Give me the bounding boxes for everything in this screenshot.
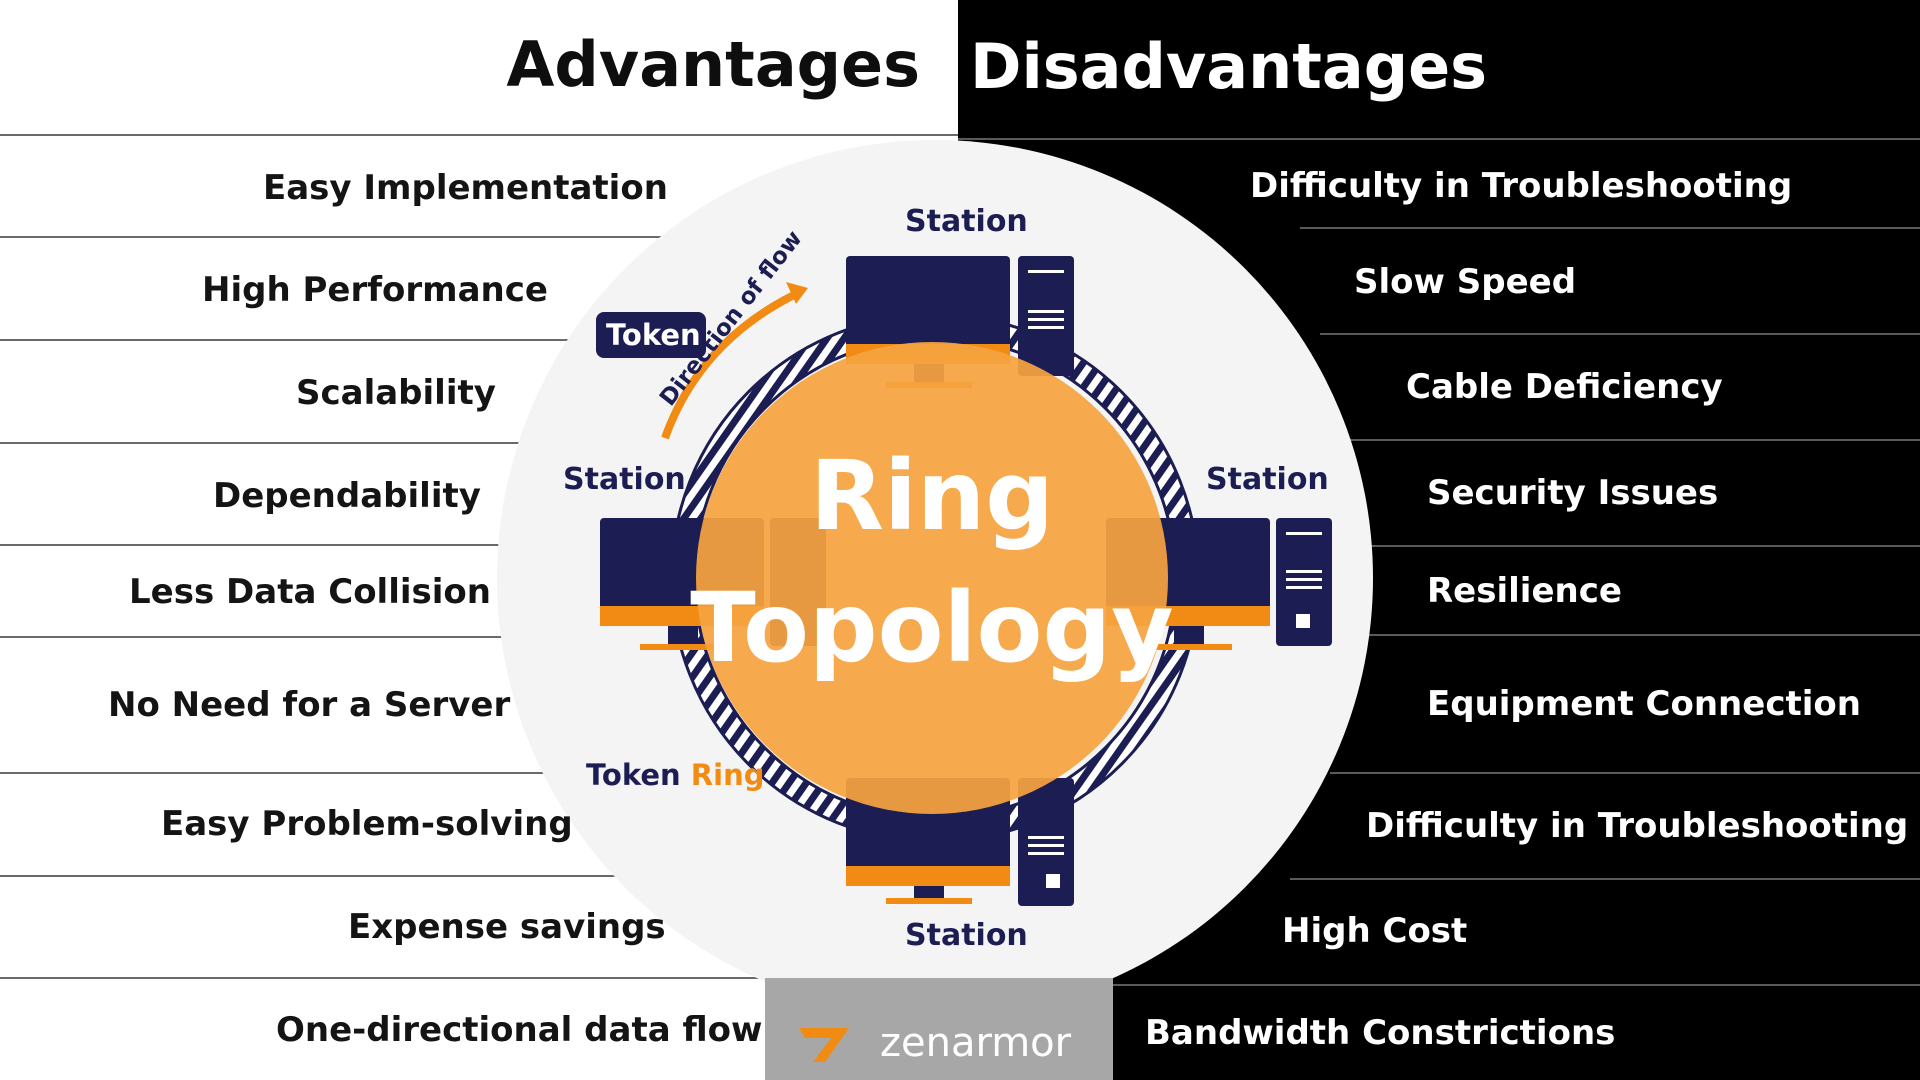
row-divider bbox=[1320, 333, 1920, 335]
disadvantage-item: Resilience bbox=[1427, 571, 1622, 611]
logo-wordmark: zenarmor bbox=[880, 1020, 1072, 1066]
center-highlight-circle bbox=[696, 342, 1168, 814]
token-label: Token bbox=[606, 318, 701, 352]
token-badge bbox=[596, 312, 706, 358]
advantage-item: No Need for a Server bbox=[108, 685, 511, 725]
advantage-item: Scalability bbox=[296, 373, 496, 413]
advantage-item: Dependability bbox=[213, 476, 481, 516]
disadvantage-item: Equipment Connection bbox=[1427, 684, 1861, 724]
station-right-computer bbox=[1106, 518, 1332, 650]
center-title-line2: Topology bbox=[690, 572, 1174, 684]
advantage-item: Easy Problem-solving bbox=[161, 804, 573, 844]
advantage-item: High Performance bbox=[202, 270, 548, 310]
row-divider bbox=[0, 875, 640, 877]
advantage-item: Less Data Collision bbox=[129, 572, 491, 612]
row-divider bbox=[0, 636, 520, 638]
disadvantage-item: Difficulty in Troubleshooting bbox=[1250, 166, 1793, 206]
station-right-label: Station bbox=[1206, 462, 1329, 497]
disadvantage-item: Difficulty in Troubleshooting bbox=[1366, 806, 1909, 846]
disadvantage-item: Slow Speed bbox=[1354, 262, 1577, 302]
advantage-item: Expense savings bbox=[348, 907, 666, 947]
row-divider bbox=[0, 236, 700, 238]
advantage-item: One-directional data flow bbox=[276, 1010, 763, 1050]
row-divider bbox=[0, 772, 560, 774]
station-bottom-label: Station bbox=[905, 918, 1028, 953]
advantage-item: Easy Implementation bbox=[263, 168, 668, 208]
row-divider bbox=[0, 442, 550, 444]
row-divider bbox=[1340, 439, 1920, 441]
row-divider bbox=[0, 134, 958, 136]
center-title-line1: Ring bbox=[810, 440, 1054, 552]
disadvantage-item: High Cost bbox=[1282, 911, 1468, 951]
advantages-title: Advantages bbox=[506, 28, 920, 101]
station-left-label: Station bbox=[563, 462, 686, 497]
row-divider bbox=[958, 138, 1920, 140]
disadvantages-title: Disadvantages bbox=[970, 30, 1488, 103]
direction-arrow-icon bbox=[661, 288, 802, 440]
row-divider bbox=[0, 544, 520, 546]
row-divider bbox=[1290, 878, 1920, 880]
disadvantage-item: Security Issues bbox=[1427, 473, 1719, 513]
row-divider bbox=[1360, 545, 1920, 547]
row-divider bbox=[1360, 634, 1920, 636]
token-ring-word-ring: Ring bbox=[690, 758, 765, 792]
row-divider bbox=[1300, 227, 1920, 229]
row-divider bbox=[1110, 984, 1920, 986]
zenarmor-logo-icon bbox=[799, 1028, 849, 1062]
row-divider bbox=[0, 339, 600, 341]
row-divider bbox=[0, 977, 770, 979]
disadvantage-item: Cable Deficiency bbox=[1406, 367, 1723, 407]
disadvantage-item: Bandwidth Constrictions bbox=[1145, 1013, 1616, 1053]
token-ring-label: Token Ring bbox=[586, 758, 764, 792]
station-top-label: Station bbox=[905, 204, 1028, 239]
token-ring-word-token: Token bbox=[586, 758, 681, 792]
row-divider bbox=[1330, 772, 1920, 774]
